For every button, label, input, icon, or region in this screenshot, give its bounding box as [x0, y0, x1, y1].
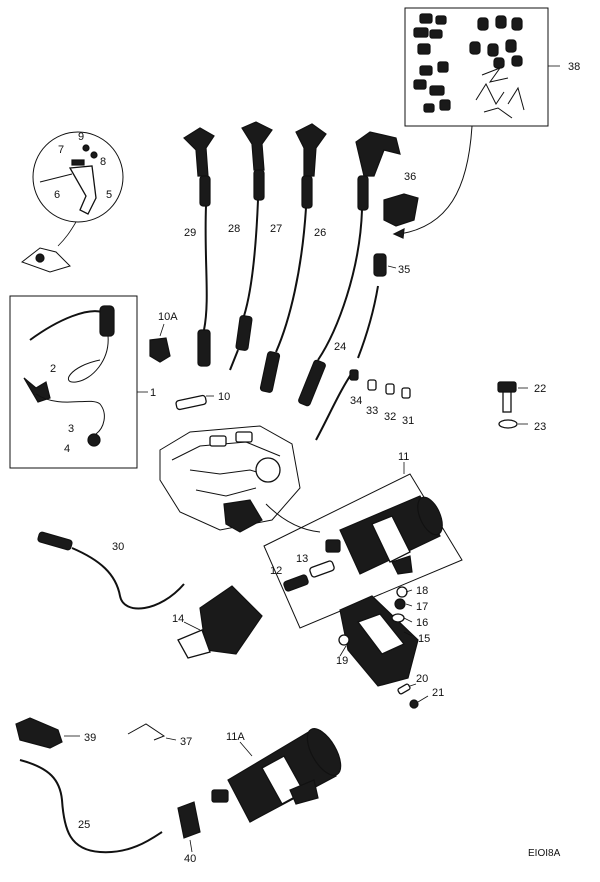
mounting-bracket-15: 19	[336, 595, 419, 687]
lead-25: 25	[19, 759, 163, 854]
bracket-detail-circle: 9 7 8 6 5	[20, 131, 124, 273]
label-16: 16	[416, 617, 428, 629]
pointer-arrow-head	[392, 227, 405, 239]
ht-lead-28	[229, 121, 273, 371]
label-2: 2	[50, 363, 56, 375]
label-23: 23	[534, 421, 546, 433]
figure-reference: EIOI8A	[528, 848, 561, 859]
label-11A: 11A	[226, 731, 245, 743]
cap-40: 40	[177, 801, 201, 865]
label-10: 10	[218, 391, 230, 403]
connector-35: 35	[373, 253, 410, 277]
label-6: 6	[54, 189, 60, 201]
label-4: 4	[64, 443, 70, 455]
label-37: 37	[180, 736, 192, 748]
label-38: 38	[568, 61, 580, 73]
label-5: 5	[106, 189, 112, 201]
small-parts-31-34: 34 33 32 31	[349, 369, 414, 427]
label-40: 40	[184, 853, 196, 865]
label-1: 1	[150, 387, 156, 399]
label-36: 36	[404, 171, 416, 183]
label-20: 20	[416, 673, 428, 685]
label-39: 39	[84, 732, 96, 744]
ignition-coil-11	[325, 495, 443, 575]
label-11: 11	[398, 451, 409, 463]
label-10A: 10A	[158, 311, 178, 323]
insert-12: 12	[270, 565, 309, 592]
elbow-connector-10A: 10A	[149, 311, 178, 363]
terminal-clips-set-38: 38	[404, 7, 580, 127]
spring-13: 13	[296, 553, 335, 578]
nuts-washers-16-18: 18 17 16 15	[391, 585, 430, 645]
resistor-10: 10	[175, 391, 230, 411]
label-9: 9	[78, 131, 84, 143]
label-22: 22	[534, 383, 546, 395]
ht-leads: 29 28 27 26	[183, 121, 401, 407]
label-13: 13	[296, 553, 308, 565]
label-30: 30	[112, 541, 124, 553]
label-7: 7	[58, 144, 64, 156]
label-21: 21	[432, 687, 444, 699]
label-18: 18	[416, 585, 428, 597]
label-27: 27	[270, 223, 282, 235]
lead-30: 30	[37, 531, 185, 610]
screws-20-21: 20 21	[397, 673, 444, 709]
label-12: 12	[270, 565, 282, 577]
label-8: 8	[100, 156, 106, 168]
clip-37: 37	[127, 723, 192, 748]
label-25: 25	[78, 819, 90, 831]
bolt-washer-22-23: 22 23	[497, 381, 546, 433]
engine-illustration	[159, 425, 321, 533]
label-28: 28	[228, 223, 240, 235]
label-35: 35	[398, 264, 410, 276]
plug-cap-36: 36	[383, 171, 419, 227]
label-29: 29	[184, 227, 196, 239]
ht-lead-26	[298, 131, 401, 407]
ht-lead-27	[259, 123, 327, 393]
coil-assembly-box-11: 11 13 12	[263, 451, 463, 629]
wiring-harness-box-1: 1 2 3 4	[9, 295, 156, 469]
label-33: 33	[366, 405, 378, 417]
label-34: 34	[350, 395, 362, 407]
ignition-coil-11A: 11A	[211, 728, 342, 823]
ht-lead-29	[183, 127, 215, 367]
label-24: 24	[334, 341, 346, 353]
label-32: 32	[384, 411, 396, 423]
label-31: 31	[402, 415, 414, 427]
pointer-arrow	[399, 125, 473, 235]
terminal-39: 39	[15, 717, 96, 749]
coil-cover-14: 14	[172, 585, 263, 659]
label-14: 14	[172, 613, 184, 625]
label-26: 26	[314, 227, 326, 239]
label-15: 15	[418, 633, 430, 645]
coil-lead-short	[357, 285, 379, 359]
label-19: 19	[336, 655, 348, 667]
label-3: 3	[68, 423, 74, 435]
label-17: 17	[416, 601, 428, 613]
